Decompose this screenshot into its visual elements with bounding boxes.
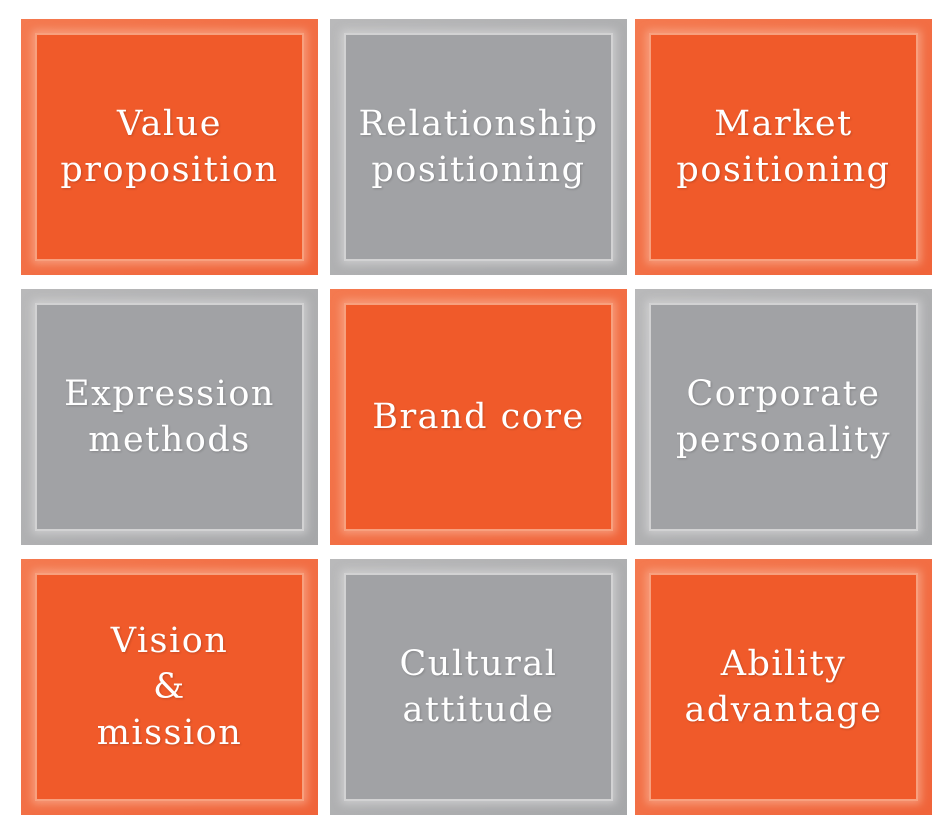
tile-inner: Brand core [346,305,611,529]
tile-value-proposition: Value proposition [21,19,318,275]
tile-market-positioning: Market positioning [635,19,932,275]
tile-label: Corporate personality [675,374,891,460]
tile-inner: Ability advantage [651,575,916,799]
tile-inner: Cultural attitude [346,575,611,799]
tile-label: Market positioning [676,104,891,190]
tile-inner: Vision & mission [37,575,302,799]
tile-inner: Corporate personality [651,305,916,529]
tile-brand-core: Brand core [330,289,627,545]
tile-label: Value proposition [60,104,279,190]
tile-vision-mission: Vision & mission [21,559,318,815]
tile-label: Cultural attitude [399,644,558,730]
tile-ability-advantage: Ability advantage [635,559,932,815]
tile-label: Brand core [372,397,585,437]
tile-expression-methods: Expression methods [21,289,318,545]
tile-inner: Expression methods [37,305,302,529]
tile-label: Expression methods [64,374,275,460]
tile-cultural-attitude: Cultural attitude [330,559,627,815]
tile-label: Ability advantage [684,644,883,730]
tile-relationship-positioning: Relationship positioning [330,19,627,275]
tile-corporate-personality: Corporate personality [635,289,932,545]
tile-inner: Relationship positioning [346,35,611,259]
tile-inner: Market positioning [651,35,916,259]
tile-label: Relationship positioning [358,104,599,190]
tile-label: Vision & mission [96,621,243,753]
tile-inner: Value proposition [37,35,302,259]
